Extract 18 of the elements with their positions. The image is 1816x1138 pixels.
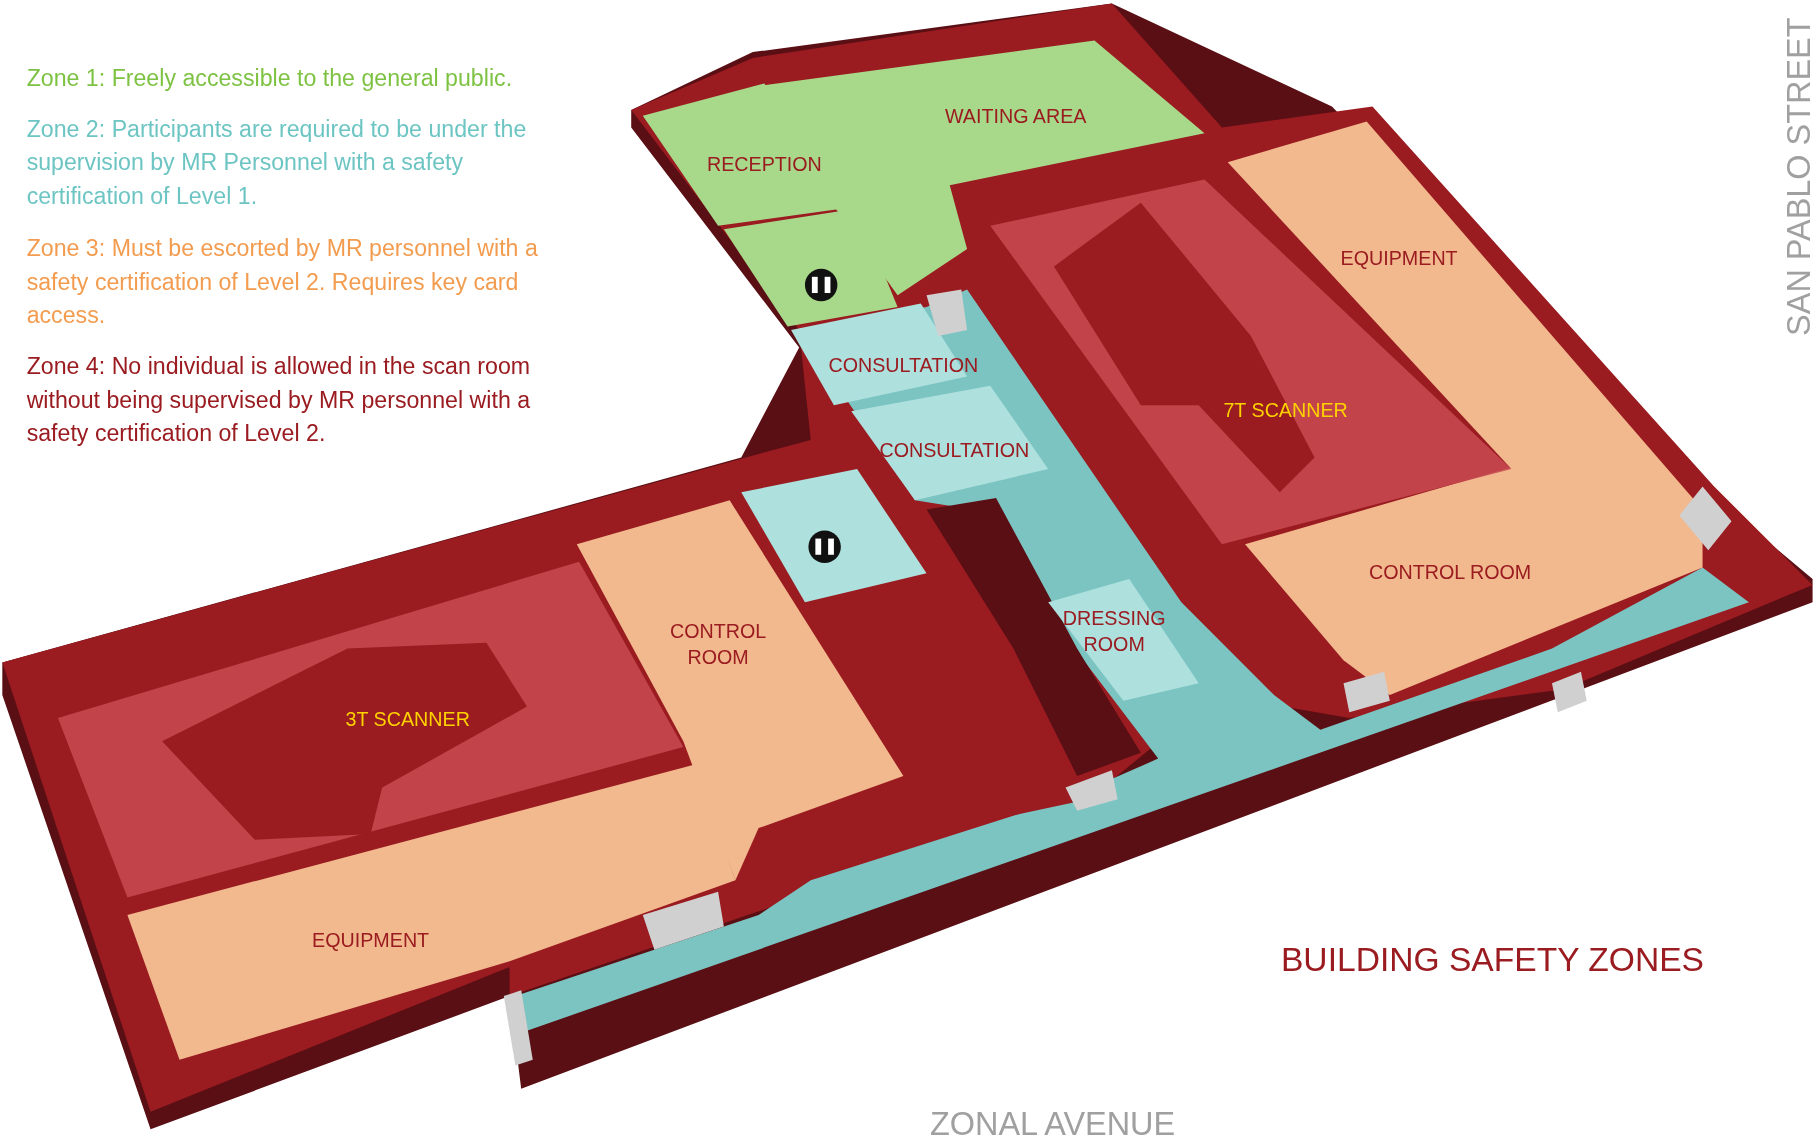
zone-description: Zone 1: Freely accessible to the general public. — [26, 63, 514, 93]
room-label: EQUIPMENT — [1340, 246, 1458, 272]
room-label: CONSULTATION — [879, 439, 1030, 465]
room-label: CONTROL ROOM — [668, 619, 768, 671]
room-label: EQUIPMENT — [312, 929, 430, 955]
room-label: 7T SCANNER — [1223, 398, 1348, 424]
room-label: RECEPTION — [706, 153, 822, 179]
room-label: DRESSING ROOM — [1061, 607, 1167, 658]
diagram-title: BUILDING SAFETY ZONES — [1280, 940, 1704, 979]
room-label: WAITING AREA — [945, 104, 1087, 130]
room-label: 3T SCANNER — [345, 707, 470, 733]
room-label: CONSULTATION — [828, 353, 979, 379]
zone-description: Zone 3: Must be escorted by MR personnel with a safety certification of Level 2. Requires key card access. — [26, 234, 539, 330]
room-label: CONTROL ROOM — [1368, 560, 1532, 586]
street-label: ZONAL AVENUE — [930, 1106, 1176, 1138]
street-label: SAN PABLO STREET — [1781, 17, 1816, 336]
zone-description: Zone 2: Participants are required to be under the supervision by MR Personnel with a safety certification of Level 1. — [26, 114, 528, 211]
zone-description: Zone 4: No individual is allowed in the scan room without being supervised by MR personnel with a safety certification of Level 2. — [26, 352, 532, 448]
